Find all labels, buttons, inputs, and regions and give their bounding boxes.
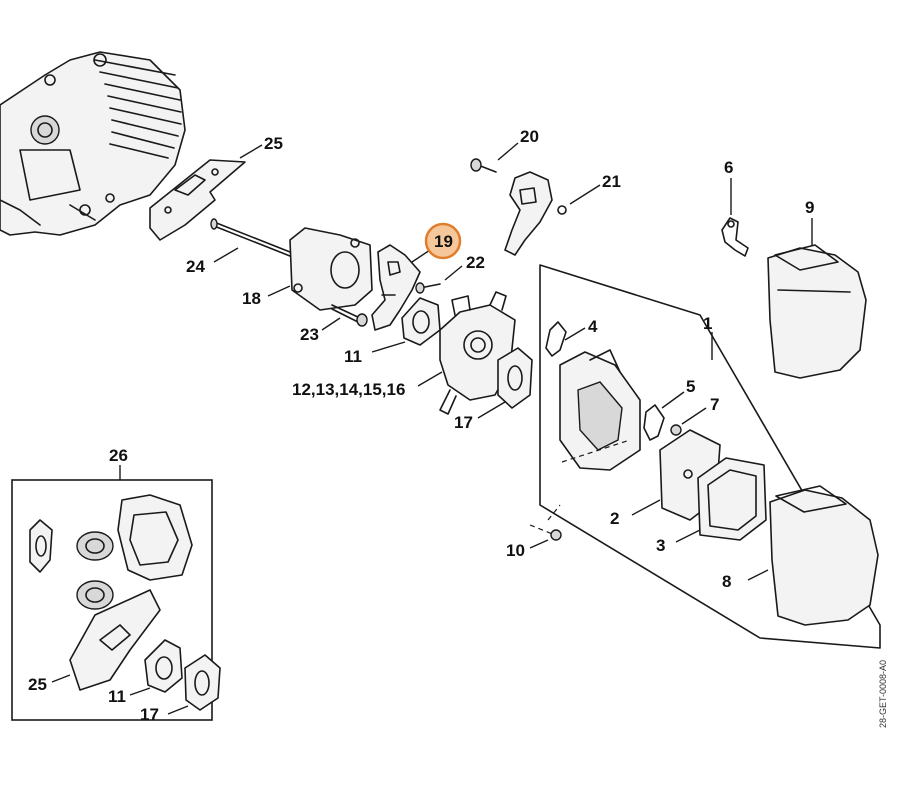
- callout-2[interactable]: 2: [610, 509, 619, 528]
- callout-1[interactable]: 1: [703, 314, 712, 333]
- callout-12-16[interactable]: 12,13,14,15,16: [292, 380, 405, 399]
- clip-5[interactable]: [643, 404, 665, 441]
- kit-gasket-25[interactable]: [69, 589, 161, 691]
- gasket-17[interactable]: [497, 347, 533, 409]
- callout-19[interactable]: 19: [434, 232, 453, 251]
- kit-gasket-17[interactable]: [184, 654, 221, 711]
- callout-kit-25[interactable]: 25: [28, 675, 47, 694]
- kit-gasket-11[interactable]: [144, 639, 183, 693]
- engine-block[interactable]: [0, 51, 186, 236]
- callout-5[interactable]: 5: [686, 377, 695, 396]
- callout-25[interactable]: 25: [264, 134, 283, 153]
- callout-3[interactable]: 3: [656, 536, 665, 555]
- clip-6[interactable]: [721, 217, 749, 257]
- cover-9[interactable]: [767, 244, 867, 379]
- callout-26[interactable]: 26: [109, 446, 128, 465]
- kit-26-frame: [11, 479, 213, 721]
- gasket-11[interactable]: [401, 297, 441, 346]
- bracket-19[interactable]: [371, 244, 421, 331]
- callout-17[interactable]: 17: [454, 413, 473, 432]
- kit-gasket-small[interactable]: [29, 519, 53, 573]
- gasket-25[interactable]: [149, 159, 246, 241]
- callout-18[interactable]: 18: [242, 289, 261, 308]
- callout-10[interactable]: 10: [506, 541, 525, 560]
- manifold-18[interactable]: [289, 227, 373, 311]
- doc-reference: 28-GET-0008-A0: [878, 660, 888, 728]
- callout-11[interactable]: 11: [344, 347, 362, 366]
- callout-kit-17[interactable]: 17: [140, 705, 159, 724]
- callout-9[interactable]: 9: [805, 198, 814, 217]
- assembly-group-1-frame: [539, 264, 881, 649]
- filter-3[interactable]: [697, 457, 767, 541]
- callout-20[interactable]: 20: [520, 127, 539, 146]
- callout-19-highlight[interactable]: [424, 222, 462, 260]
- filter-housing[interactable]: [559, 349, 641, 471]
- callout-8[interactable]: 8: [722, 572, 731, 591]
- callout-24[interactable]: 24: [186, 257, 205, 276]
- clip-4[interactable]: [545, 321, 567, 357]
- baffle-21[interactable]: [504, 171, 567, 256]
- screw-22[interactable]: [415, 282, 441, 294]
- callout-kit-11[interactable]: 11: [108, 687, 126, 706]
- screw-20[interactable]: [470, 158, 497, 173]
- kit-gasket-top[interactable]: [117, 494, 193, 581]
- callout-23[interactable]: 23: [300, 325, 319, 344]
- callout-7[interactable]: 7: [710, 395, 719, 414]
- cover-8[interactable]: [769, 485, 879, 626]
- nut-7[interactable]: [670, 424, 682, 436]
- callout-6[interactable]: 6: [724, 158, 733, 177]
- kit-seal-2[interactable]: [76, 580, 114, 610]
- callout-22[interactable]: 22: [466, 253, 485, 272]
- nut-10[interactable]: [550, 529, 562, 541]
- bolt-24[interactable]: [210, 218, 291, 257]
- callout-4[interactable]: 4: [588, 317, 598, 336]
- callout-21[interactable]: 21: [602, 172, 621, 191]
- kit-seal-1[interactable]: [76, 531, 114, 561]
- screw-23[interactable]: [331, 304, 368, 327]
